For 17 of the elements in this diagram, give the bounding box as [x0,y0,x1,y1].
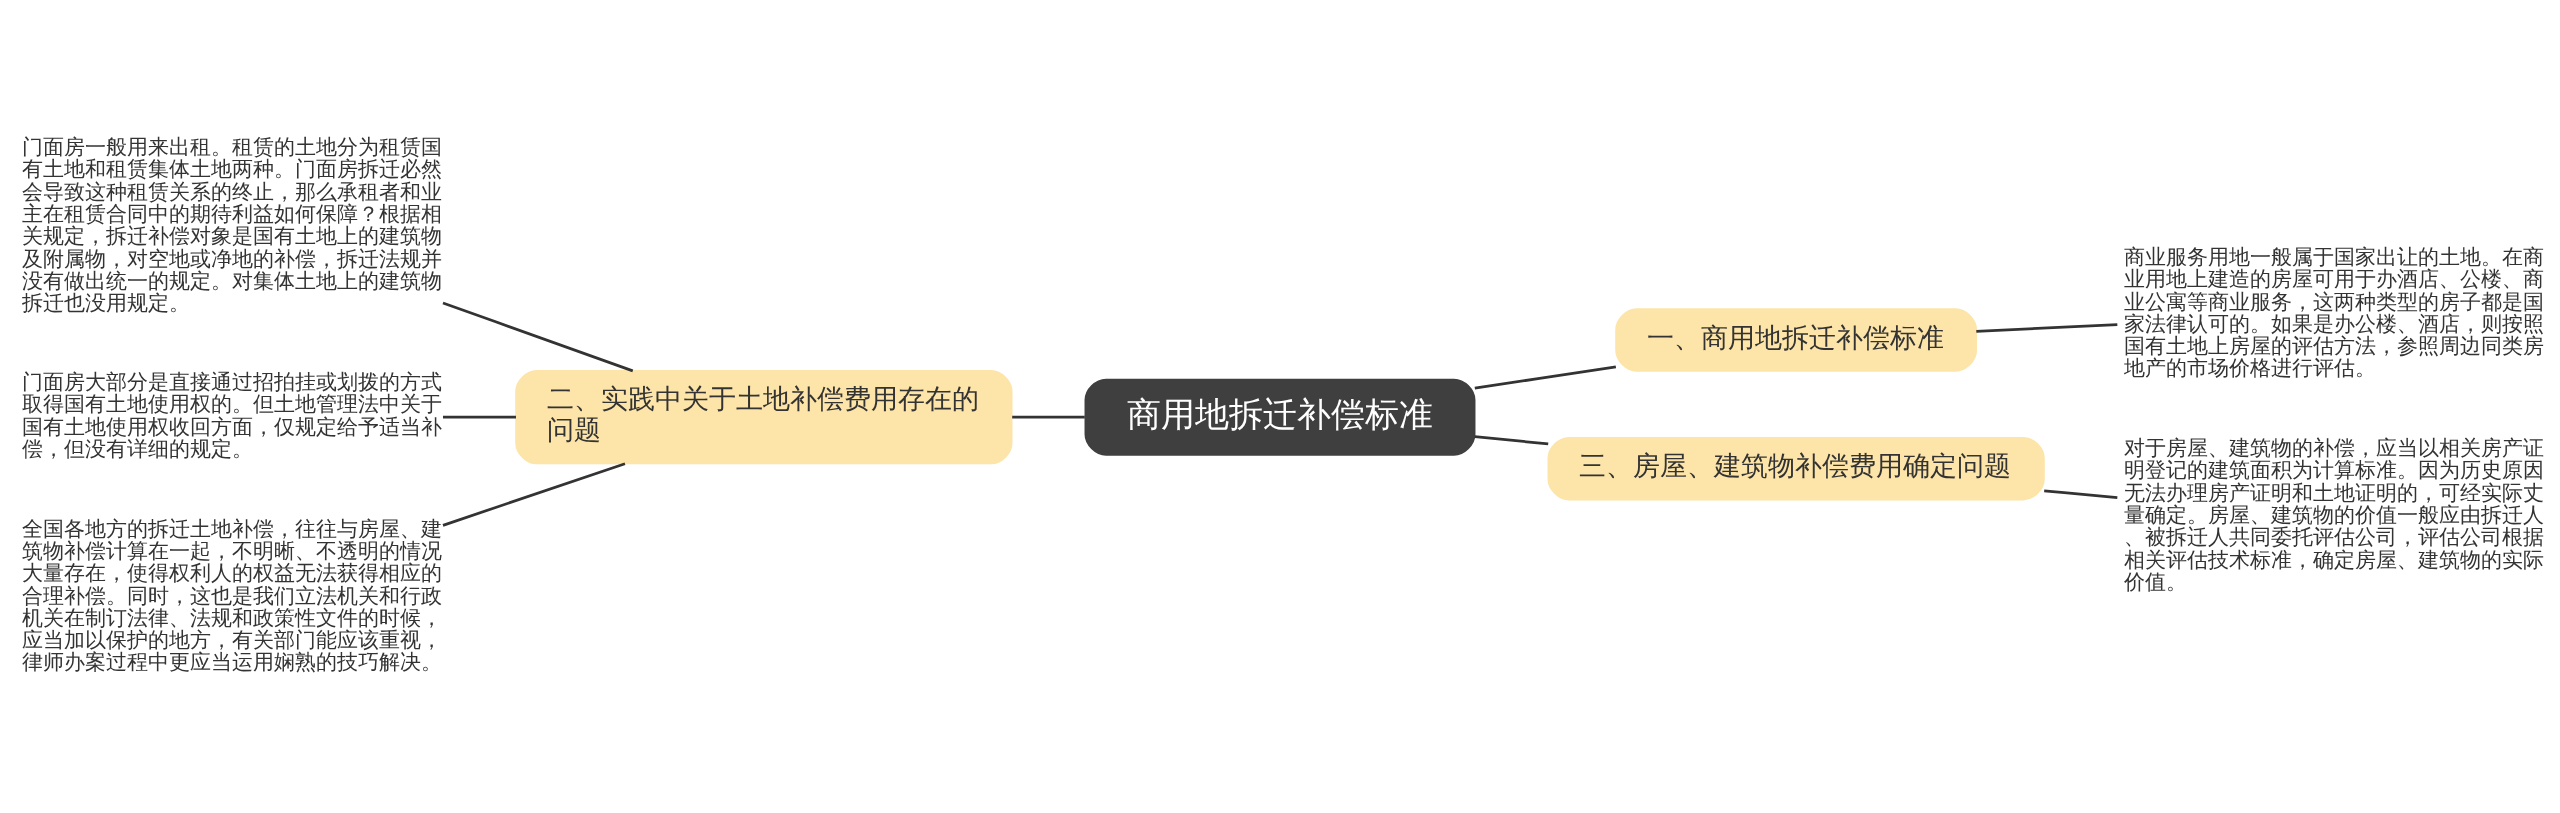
node-box: 二、实践中关于土地补偿费用存在的问题 [515,370,1013,465]
connector [442,462,626,527]
node-text: 门面房一般用来出租。租赁的土地分为租赁国有土地和租赁集体土地两种。门面房拆迁必然会导致这种租赁关系的终止，那么承租者和业主在租赁合同中的期待利益如何保障？根据相关规定，拆迁补偿对象是国有土地上的建筑物及附属物，对空地或净地的补偿，拆迁法规并没有做出统一的规定。对集体土地上的建筑物拆迁也没用规定。 [22,135,443,316]
node-box: 三、房屋、建筑物补偿费用确定问题 [1547,436,2045,501]
connector [1474,365,1617,390]
connector [443,415,516,419]
node-text: 对于房屋、建筑物的补偿，应当以相关房产证明登记的建筑面积为计算标准。因为历史原因无法办理房产证明和土地证明的，可经实际丈量确定。房屋、建筑物的价值一般应由拆迁人、被拆迁人共同委托评估公司，评估公司根据相关评估技术标准，确定房屋、建筑物的实际价值。 [2124,436,2545,594]
node-box: 商用地拆迁补偿标准 [1084,378,1476,456]
node-text: 全国各地方的拆迁土地补偿，往往与房屋、建筑物补偿计算在一起，不明晰、不透明的情况大量存在，使得权利人的权益无法获得相应的合理补偿。同时，这也是我们立法机关和行政机关在制订法律、法规和政策性文件的时候，应当加以保护的地方，有关部门能应该重视，律师办案过程中更应当运用娴熟的技巧解决。 [22,516,443,675]
connector [1474,435,1549,446]
connector [2044,489,2118,499]
node-text: 商业服务用地一般属于国家出让的土地。在商业用地上建造的房屋可用于办酒店、公楼、商业公寓等商业服务，这两种类型的房子都是国家法律认可的。如果是办公楼、酒店，则按照国有土地上房屋的评估方法，参照周边同类房地产的市场价格进行评估。 [2124,244,2545,381]
node-text: 门面房大部分是直接通过招拍挂或划拨的方式取得国有土地使用权的。但土地管理法中关于国有土地使用权收回方面，仅规定给予适当补偿，但没有详细的规定。 [22,370,443,461]
connector [1976,323,2118,333]
connector [1012,415,1085,419]
connector [442,301,634,373]
node-box: 一、商用地拆迁补偿标准 [1615,308,1978,372]
